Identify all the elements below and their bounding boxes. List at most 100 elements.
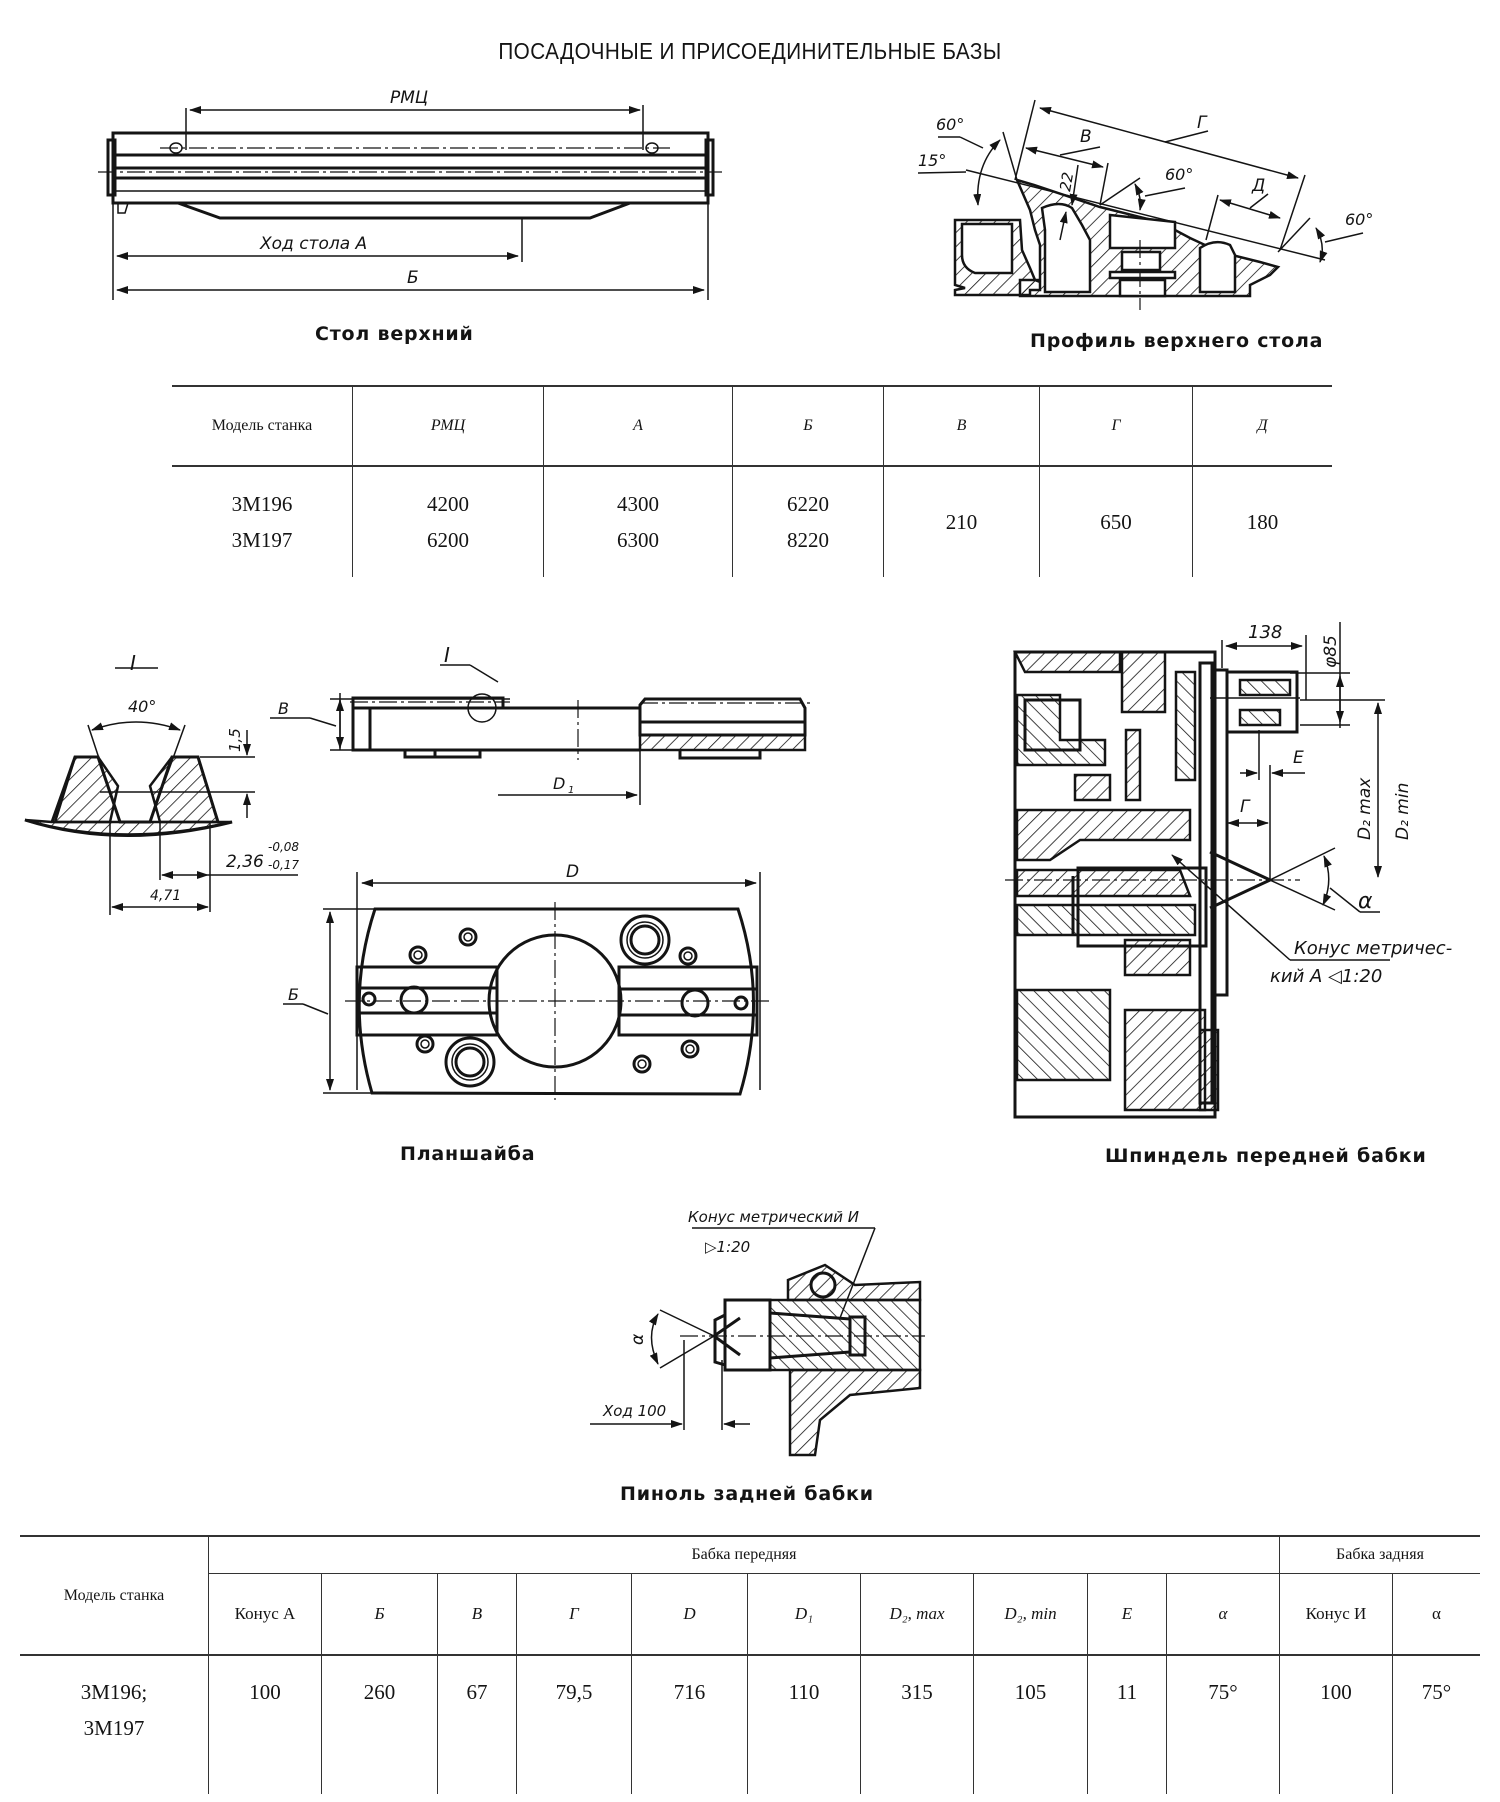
table2-header-d2max: D₂, max [860,1573,974,1655]
table1-header-b: Б [732,385,884,467]
table2-alpha-front: 75° [1166,1654,1280,1794]
b-label: Б [407,268,419,288]
spindle-g-label: Г [1240,797,1251,817]
spindle-e-label: E [1293,748,1304,768]
detail-pitch-label: 4,71 [150,888,181,904]
table2-d1: 110 [747,1654,861,1794]
table1-b-1: 6220 [787,492,829,516]
spindle-drawing: α 138 φ85 D₂ max D₂ min E Г Конус метрич… [1005,622,1452,1119]
table2-header-row: Конус А Б В Г D D₁ D₂, max D₂, min E α К… [20,1573,1480,1655]
faceplate-v-label: В [278,699,289,718]
table-headstock-tailstock: Модель станка Бабка передняя Бабка задня… [20,1535,1480,1794]
table1-header-v: В [883,385,1040,467]
table2-e: 11 [1087,1654,1167,1794]
table-top-drawing: РМЦ Ход стола А Б [98,88,722,300]
table1-a-2: 6300 [617,528,659,552]
caption-spindle: Шпиндель передней бабки [1105,1145,1427,1167]
table2-cone-i: 100 [1279,1654,1393,1794]
profile-g-label: Г [1197,113,1208,133]
table1-header-model: Модель станка [172,385,353,467]
faceplate-drawing: I В D 1 D Б [270,643,810,1100]
page-title: ПОСАДОЧНЫЕ И ПРИСОЕДИНИТЕЛЬНЫЕ БАЗЫ [498,38,1002,64]
table1-v: 210 [883,466,1040,577]
detail-angle-label: 40° [128,697,156,716]
detail-width-label: 2,36 [226,852,264,872]
table2-alpha-rear: 75° [1392,1654,1480,1794]
table2-header-v: В [437,1573,517,1655]
spindle-cone-line2: кий А ◁1:20 [1270,966,1382,987]
quill-drawing: Конус метрический И ▷1:20 α Ход 100 [590,1208,925,1457]
table2-header-d2min: D₂, min [973,1573,1088,1655]
quill-cone-label: Конус метрический И [688,1208,859,1226]
profile-22-label: 22 [1056,171,1077,193]
table1-d: 180 [1192,466,1332,577]
rmc-label: РМЦ [390,88,428,108]
table2-group-front: Бабка передняя [208,1535,1280,1574]
caption-table-top: Стол верхний [315,323,474,345]
detail-depth-label: 1,5 [226,728,244,752]
profile-angle-60-left: 60° [936,115,964,134]
quill-taper-label: ▷1:20 [705,1238,750,1256]
table2-header-e: E [1087,1573,1167,1655]
spindle-dia85-label: φ85 [1321,635,1341,668]
faceplate-d-label: D [566,862,579,882]
table-row: 3М196 3М197 4200 6200 4300 6300 6220 8220 21… [172,466,1332,577]
spindle-cone-line1: Конус метричес- [1294,938,1452,959]
detail-tol-upper: -0,08 [268,840,299,854]
table2-header-d: D [631,1573,748,1655]
table1-g: 650 [1039,466,1193,577]
table2-model-2: 3М197 [83,1716,145,1740]
table2-model-1: 3М196; [80,1680,148,1704]
table2-v: 67 [437,1654,517,1794]
table-stroke-label: Ход стола А [259,234,367,254]
quill-alpha-label: α [628,1334,648,1345]
table2-d: 716 [631,1654,748,1794]
table1-b-2: 8220 [787,528,829,552]
spindle-alpha-label: α [1358,889,1373,914]
table-row: 3М196;3М197 100 260 67 79,5 716 110 315 … [20,1654,1480,1794]
detail-I-title: I [130,651,136,675]
table1-header-g: Г [1039,385,1193,467]
profile-d-label: Д [1251,176,1265,196]
table2-g: 79,5 [516,1654,632,1794]
quill-stroke-label: Ход 100 [602,1402,666,1420]
table2-header-d1: D₁ [747,1573,861,1655]
table2-header-b: Б [321,1573,438,1655]
caption-quill: Пиноль задней бабки [620,1483,874,1505]
table2-cone-a: 100 [208,1654,322,1794]
table1-model-2: 3М197 [231,528,293,552]
profile-v-label: В [1080,127,1092,147]
table2-header-model: Модель станка [20,1535,209,1655]
table2-group-row: Модель станка Бабка передняя Бабка задня… [20,1535,1480,1655]
table1-model-1: 3М196 [231,492,293,516]
table1-rmc-1: 4200 [427,492,469,516]
table-top-dimensions: Модель станка РМЦ А Б В Г Д 3М196 3М197 4… [172,385,1332,577]
bolt-holes [361,914,749,1088]
spindle-138-label: 138 [1248,622,1282,643]
detail-I-drawing: I 40° 1,5 2,36 -0,08 -0,17 4,71 [24,651,299,915]
detail-tol-lower: -0,17 [268,858,299,872]
table2-header-cone-a: Конус А [208,1573,322,1655]
table2-header-g: Г [516,1573,632,1655]
table1-header-d: Д [1192,385,1332,467]
spindle-d2max-label: D₂ max [1355,777,1375,840]
profile-angle-60-right: 60° [1345,210,1373,229]
table2-header-alpha-front: α [1166,1573,1280,1655]
table1-rmc-2: 6200 [427,528,469,552]
table2-d2min: 105 [973,1654,1088,1794]
table1-header-a: А [543,385,733,467]
profile-angle-60-mid: 60° [1165,165,1193,184]
faceplate-d1-sub: 1 [568,785,574,796]
table1-header-rmc: РМЦ [352,385,544,467]
table2-header-cone-i: Конус И [1279,1573,1393,1655]
spindle-d2min-label: D₂ min [1393,783,1413,840]
table1-a-1: 4300 [617,492,659,516]
profile-angle-15: 15° [918,151,946,170]
caption-table-profile: Профиль верхнего стола [1030,330,1324,352]
table2-b: 260 [321,1654,438,1794]
table2-group-rear: Бабка задняя [1279,1535,1480,1574]
faceplate-d1-label: D [553,774,565,793]
caption-faceplate: Планшайба [400,1143,536,1165]
table-profile-drawing: Г В Д 22 60° 15° 60° 60° [917,99,1373,310]
faceplate-b-label: Б [288,985,299,1004]
